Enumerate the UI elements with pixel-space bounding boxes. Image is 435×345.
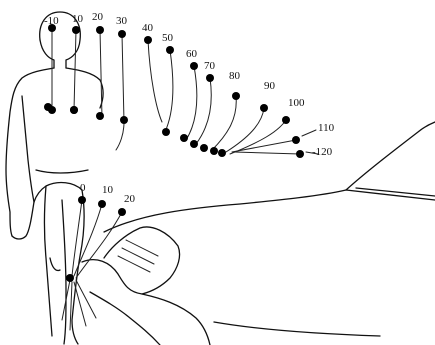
ray-100 [230, 120, 286, 154]
upper-marker-label: 80 [229, 70, 241, 82]
upper-marker-dot [96, 26, 104, 34]
upper-marker-label: 20 [92, 11, 104, 23]
windshield-line [346, 122, 435, 190]
ray-lower-10 [74, 204, 102, 276]
upper-marker-dot [232, 92, 240, 100]
human-figure [6, 12, 103, 344]
ray-end-marker [180, 134, 188, 142]
seat-back [104, 227, 180, 294]
upper-marker-dot [292, 136, 300, 144]
upper-marker-dot [296, 150, 304, 158]
figure-torso-right [66, 68, 103, 108]
figure-belt-line [36, 170, 88, 173]
seat-stitch-3 [118, 256, 150, 272]
arrow-110 [302, 130, 316, 136]
ray-30 [116, 34, 124, 150]
lower-ray-lines [62, 200, 122, 330]
lower-marker-dot [118, 208, 126, 216]
upper-marker-label: 110 [318, 122, 335, 134]
figure-left-knee [50, 258, 60, 271]
upper-marker-dot [166, 46, 174, 54]
ray-110 [232, 140, 296, 152]
ray-80 [212, 96, 236, 150]
ray-end-marker [70, 106, 78, 114]
dashboard-line [104, 190, 346, 232]
ray-end-marker [200, 144, 208, 152]
occupant-thigh [90, 292, 160, 345]
joint-markers [44, 103, 78, 282]
ray-end-marker [48, 106, 56, 114]
upper-marker-label: 10 [72, 13, 84, 25]
upper-marker-label: 40 [142, 22, 154, 34]
upper-marker-label: 50 [162, 32, 174, 44]
ray-lower-0 [72, 200, 82, 276]
upper-marker-label: 90 [264, 80, 276, 92]
upper-marker-label: 70 [204, 60, 216, 72]
upper-marker-dot [206, 74, 214, 82]
upper-marker-dot [144, 36, 152, 44]
ray-end-marker [190, 140, 198, 148]
upper-marker-dot [118, 30, 126, 38]
floor-line [214, 322, 380, 336]
figure-torso-left [6, 68, 54, 236]
upper-marker-dot [72, 26, 80, 34]
upper-marker-label: -10 [44, 15, 59, 27]
upper-marker-label: 30 [116, 15, 128, 27]
seated-occupant-outline [82, 122, 435, 345]
ray-50 [164, 50, 173, 134]
ray-end-marker [162, 128, 170, 136]
ray-end-marker [210, 147, 218, 155]
figure-inner-thigh [62, 200, 66, 344]
upper-marker-dot [190, 62, 198, 70]
lower-angle-markers: 0 10 20 [78, 182, 136, 216]
seat-stitch-1 [126, 240, 158, 256]
ray-end-marker [120, 116, 128, 124]
upper-marker-label: 60 [186, 48, 198, 60]
figure-left-hand [12, 202, 34, 239]
lower-marker-dot [98, 200, 106, 208]
upper-marker-dot [260, 104, 268, 112]
figure-left-arm-inner [22, 96, 34, 202]
figure-hip [34, 183, 82, 202]
upper-angle-markers: -10 10 20 30 40 50 60 70 80 90 100 110 -120 [44, 11, 335, 158]
ray-minus120 [234, 152, 300, 154]
lower-marker-label: 10 [102, 184, 114, 196]
upper-marker-label: -120 [312, 146, 333, 158]
ray-90 [226, 108, 264, 152]
upper-marker-dot [282, 116, 290, 124]
ray-end-marker [96, 112, 104, 120]
upper-marker-label: 100 [288, 97, 305, 109]
seat-stitch-2 [122, 248, 154, 264]
lower-marker-dot [78, 196, 86, 204]
ray-end-marker [218, 149, 226, 157]
ray-60 [186, 66, 197, 140]
hip-joint-marker [66, 274, 74, 282]
ray-70 [196, 78, 211, 144]
lower-marker-label: 20 [124, 193, 136, 205]
lower-marker-label: 0 [80, 182, 86, 194]
ray-40 [148, 40, 162, 122]
